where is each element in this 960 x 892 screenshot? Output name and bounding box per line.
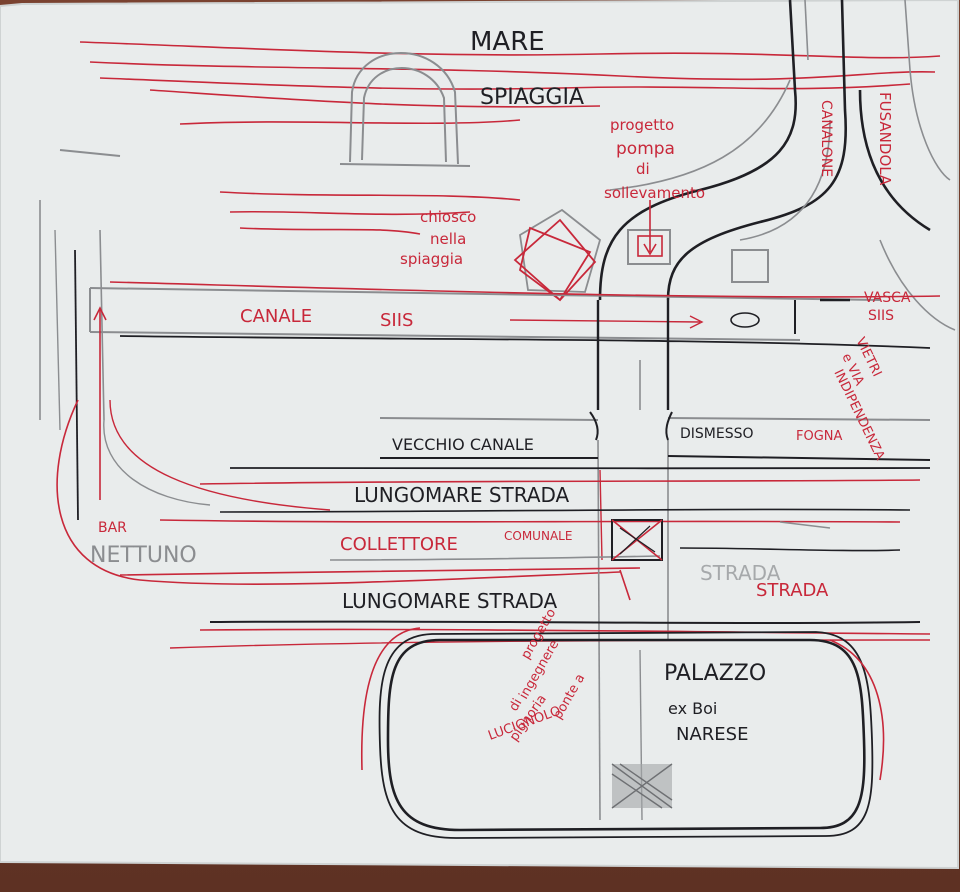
label-lungomare-2: LUNGOMARE STRADA bbox=[342, 589, 558, 613]
svg-text:ex Boi: ex Boi bbox=[668, 699, 717, 718]
pencil-arch bbox=[339, 52, 471, 167]
svg-text:di: di bbox=[636, 160, 650, 178]
collettore-box bbox=[611, 519, 663, 561]
svg-text:SIIS: SIIS bbox=[868, 308, 894, 324]
svg-text:nella: nella bbox=[430, 230, 466, 248]
label-comunale: COMUNALE bbox=[504, 529, 572, 543]
label-strada: STRADA bbox=[756, 580, 829, 601]
label-dismesso: DISMESSO bbox=[680, 426, 754, 442]
label-chiosco: chiosco nella spiaggia bbox=[400, 208, 476, 268]
small-box bbox=[731, 249, 769, 283]
svg-text:PALAZZO: PALAZZO bbox=[664, 661, 766, 686]
label-strada-grey: STRADA bbox=[700, 561, 781, 585]
svg-text:chiosco: chiosco bbox=[420, 208, 476, 226]
label-fogna: FOGNA bbox=[796, 429, 843, 444]
svg-text:VASCA: VASCA bbox=[864, 290, 911, 306]
label-vecchio-canale: VECCHIO CANALE bbox=[392, 435, 534, 454]
kiosk-star bbox=[513, 208, 602, 302]
svg-text:NARESE: NARESE bbox=[676, 724, 748, 745]
canalone-pencil bbox=[609, 0, 956, 331]
label-mare: MARE bbox=[470, 27, 545, 57]
label-palazzo: PALAZZO ex Boi NARESE bbox=[664, 661, 766, 745]
label-siis: SIIS bbox=[380, 310, 413, 331]
label-lungomare-1: LUNGOMARE STRADA bbox=[354, 483, 570, 507]
label-spiaggia: SPIAGGIA bbox=[480, 85, 584, 110]
label-collettore: COLLETTORE bbox=[340, 534, 458, 555]
canalone-road bbox=[598, 0, 931, 301]
central-road bbox=[596, 300, 670, 821]
svg-text:sollevamento: sollevamento bbox=[604, 184, 705, 202]
svg-text:spiaggia: spiaggia bbox=[400, 250, 463, 268]
canale-siis bbox=[89, 281, 941, 349]
label-bar: BAR bbox=[98, 520, 127, 536]
label-canalone: CANALONE bbox=[818, 100, 834, 177]
svg-text:progetto: progetto bbox=[610, 116, 674, 134]
label-vasca-siis: VASCA SIIS bbox=[864, 290, 911, 324]
left-scribbles bbox=[39, 149, 621, 585]
label-nettuno: NETTUNO bbox=[90, 543, 197, 568]
vecchio-canale-road bbox=[379, 411, 931, 461]
palazzo-hatch bbox=[611, 763, 673, 809]
label-fusandola: FUSANDOLA bbox=[876, 92, 894, 186]
svg-text:pompa: pompa bbox=[616, 139, 675, 159]
collettore-road bbox=[119, 521, 901, 576]
label-progetto-pompa: progetto pompa di sollevamento bbox=[604, 116, 705, 202]
lungomare-road-1 bbox=[159, 466, 931, 523]
paper-sheet bbox=[0, 0, 958, 868]
pump-box bbox=[627, 200, 671, 265]
label-canale: CANALE bbox=[240, 306, 312, 327]
